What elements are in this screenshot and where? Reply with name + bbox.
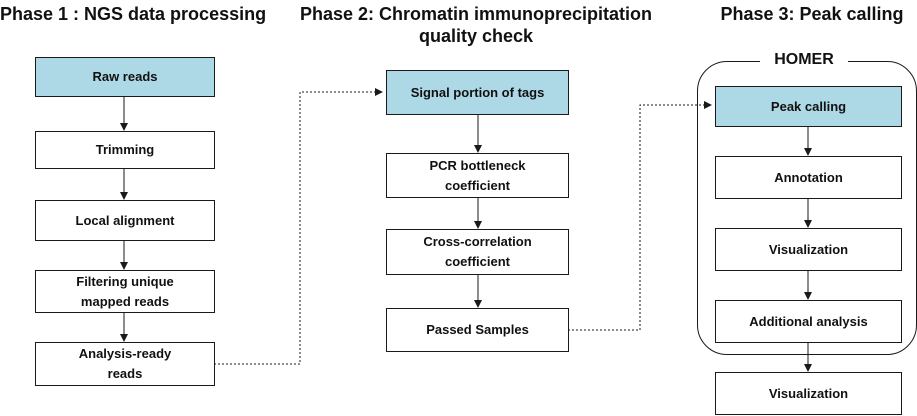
step-label: Peak calling	[770, 98, 847, 114]
step-filtering-unique-mapped-reads: Filtering unique mapped reads	[35, 270, 215, 313]
phase2-title: Phase 2: Chromatin immunoprecipitation q…	[299, 4, 653, 46]
step-passed-samples: Passed Samples	[386, 308, 569, 352]
step-label: Cross-correlation coefficient	[423, 234, 532, 269]
step-label: Filtering unique mapped reads	[76, 273, 174, 309]
step-pcr-bottleneck-coefficient: PCR bottleneck coefficient	[386, 153, 569, 198]
step-annotation: Annotation	[715, 156, 902, 199]
step-label: Raw reads	[92, 69, 158, 84]
step-label: Annotation	[774, 169, 843, 185]
connector-phase2-to-phase3	[568, 101, 712, 331]
step-final-visualization: Visualization	[715, 372, 902, 415]
step-label: Local alignment	[75, 212, 175, 228]
homer-group-label: HOMER	[760, 49, 848, 71]
step-trimming: Trimming	[35, 131, 215, 169]
step-label: Visualization	[768, 385, 849, 401]
step-label: Passed Samples	[426, 322, 529, 337]
step-raw-reads: Raw reads	[35, 57, 215, 97]
step-peak-calling: Peak calling	[715, 86, 902, 127]
step-label: Additional analysis	[749, 313, 868, 329]
step-local-alignment: Local alignment	[35, 200, 215, 241]
phase1-title: Phase 1 : NGS data processing	[0, 4, 267, 24]
phase3-title: Phase 3: Peak calling	[720, 4, 904, 24]
step-additional-analysis: Additional analysis	[715, 300, 902, 343]
step-cross-correlation-coefficient: Cross-correlation coefficient	[386, 229, 569, 275]
step-signal-portion-of-tags: Signal portion of tags	[386, 70, 569, 115]
step-analysis-ready-reads: Analysis-ready reads	[35, 342, 215, 386]
step-label: Visualization	[768, 241, 849, 257]
step-label: Signal portion of tags	[410, 84, 545, 100]
step-label: Analysis-ready reads	[78, 346, 172, 381]
connector-phase1-to-phase2	[214, 88, 383, 365]
step-visualization: Visualization	[715, 228, 902, 271]
step-label: PCR bottleneck coefficient	[429, 157, 526, 193]
step-label: Trimming	[95, 142, 155, 157]
